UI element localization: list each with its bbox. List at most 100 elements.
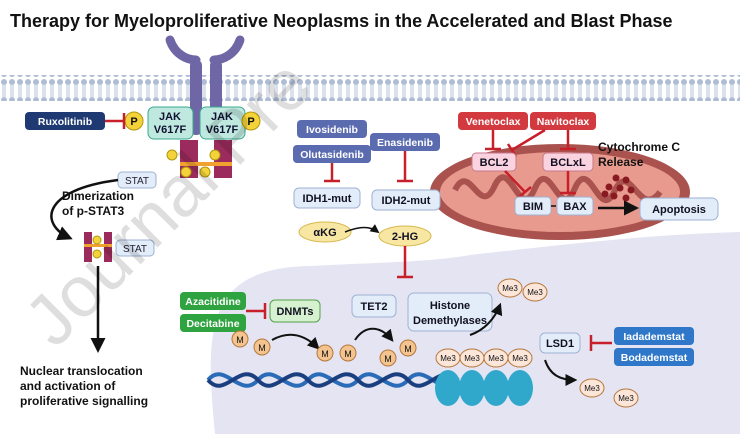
methyl-4 — [339, 344, 357, 362]
dnmt-arrow — [271, 333, 320, 350]
jak-left-label-2: V617F — [154, 124, 187, 136]
histone-label-2: Demethylases — [413, 315, 487, 327]
phospho-right-icon — [241, 111, 261, 131]
stat-lower-box — [115, 239, 155, 257]
bcl2-bim-inhibit-line — [504, 170, 526, 193]
enasidenib-label: Enasidenib — [377, 137, 433, 149]
akg-label: αKG — [313, 227, 336, 239]
histone-label-1: Histone — [430, 300, 470, 312]
akg-to-2hg-arrow — [344, 224, 380, 234]
stat-upper-label: STAT — [125, 176, 149, 187]
idh1-box — [293, 187, 361, 209]
bcl2-label: BCL2 — [480, 157, 509, 169]
decitabine-badge — [180, 314, 246, 332]
nucleosomes — [435, 370, 533, 406]
dna-helix — [206, 372, 460, 388]
dimerization-arrow — [50, 178, 119, 241]
bodademstat-badge — [614, 348, 694, 366]
methyl-6 — [399, 339, 417, 357]
methyl-3 — [316, 344, 334, 362]
me3-histone-2-label: Me3 — [464, 354, 480, 363]
idh2-label: IDH2-mut — [382, 195, 431, 207]
bcl2-bim-inhibit-bar — [518, 186, 532, 198]
ruxolitinib-label: Ruxolitinib — [38, 116, 92, 128]
stat-dimer-bridge — [84, 244, 112, 247]
stat-dimer-phospho-2-icon — [92, 249, 102, 259]
apoptosis-label: Apoptosis — [652, 204, 706, 216]
jak-right-label-1: JAK — [211, 111, 233, 123]
bax-label: BAX — [563, 201, 587, 213]
methyl-2 — [253, 338, 271, 356]
jak-left-label-1: JAK — [159, 111, 181, 123]
me3-histone-4-label: Me3 — [512, 354, 528, 363]
cytochrome-label-1: Cytochrome C — [598, 140, 680, 154]
me3-top-1-label: Me3 — [502, 284, 518, 293]
methyl-3-label: M — [321, 349, 329, 359]
methyl-4-label: M — [344, 349, 352, 359]
ruxolitinib-badge — [25, 112, 105, 130]
tet2-arrow — [354, 327, 394, 342]
bclxl-label: BCLxL — [550, 157, 586, 169]
cell-membrane — [0, 75, 740, 101]
idh2-box — [371, 189, 441, 211]
phospho-small-3-icon — [180, 166, 192, 178]
decitabine-label: Decitabine — [186, 318, 239, 330]
diagram-title: Therapy for Myeloproliferative Neoplasms… — [10, 11, 673, 31]
lsd1-arrow — [544, 359, 578, 386]
dimerization-label-1: Dimerization — [62, 189, 134, 203]
dnmts-label: DNMTs — [276, 306, 313, 318]
methyl-5-label: M — [384, 354, 392, 364]
phospho-left-label: P — [130, 116, 137, 128]
ivosidenib-label: Ivosidenib — [306, 124, 358, 136]
olutasidenib-label: Olutasidenib — [300, 149, 364, 161]
me3-top-2 — [522, 282, 548, 302]
me3-free-2 — [613, 388, 639, 408]
azacitidine-label: Azacitidine — [185, 296, 241, 308]
navitoclax-bcl2-inhibit-line — [511, 128, 546, 152]
phospho-small-2-icon — [209, 149, 221, 161]
venetoclax-badge — [458, 112, 528, 130]
dimerization-label-2: of p-STAT3 — [62, 204, 125, 218]
idh1-label: IDH1-mut — [303, 193, 352, 205]
phospho-right-label: P — [247, 116, 254, 128]
olutasidenib-badge — [293, 145, 371, 163]
methyl-5 — [379, 349, 397, 367]
cytochrome-label-2: Release — [598, 155, 644, 169]
jak-right-label-2: V617F — [206, 124, 239, 136]
me3-top-1 — [497, 278, 523, 298]
two-hg-label: 2-HG — [392, 231, 418, 243]
akg-bubble — [298, 221, 352, 243]
bax-box — [556, 196, 594, 216]
nuclear-label-2: and activation of — [20, 379, 116, 393]
methyl-6-label: M — [404, 344, 412, 354]
phospho-small-1-icon — [166, 149, 178, 161]
lsd1-box — [539, 332, 581, 354]
me3-histone-1-label: Me3 — [440, 354, 456, 363]
methyl-2-label: M — [258, 343, 266, 353]
histone-arrow — [469, 302, 503, 336]
azacitidine-badge — [180, 292, 246, 310]
me3-top-2-label: Me3 — [527, 288, 543, 297]
nuclear-label-3: proliferative signalling — [20, 394, 148, 408]
me3-histone-3-label: Me3 — [488, 354, 504, 363]
phospho-small-4-icon — [199, 166, 211, 178]
me3-free-2-label: Me3 — [618, 394, 634, 403]
navitoclax-label: Navitoclax — [537, 116, 590, 128]
lsd1-label: LSD1 — [546, 338, 574, 350]
tet2-box — [351, 294, 397, 318]
nuclear-label-1: Nuclear translocation — [20, 364, 143, 378]
tet2-label: TET2 — [361, 301, 388, 313]
ivosidenib-badge — [297, 120, 367, 138]
stat-lower-label: STAT — [123, 244, 147, 255]
bcl2-box — [471, 152, 517, 172]
apoptosis-box — [639, 197, 719, 221]
cytochrome-c-icon — [601, 174, 635, 202]
me3-free-1 — [579, 378, 605, 398]
me3-histone-4 — [507, 348, 533, 368]
methyl-1-label: M — [236, 335, 244, 345]
me3-free-1-label: Me3 — [584, 384, 600, 393]
bim-label: BIM — [523, 201, 543, 213]
enasidenib-badge — [370, 133, 440, 151]
